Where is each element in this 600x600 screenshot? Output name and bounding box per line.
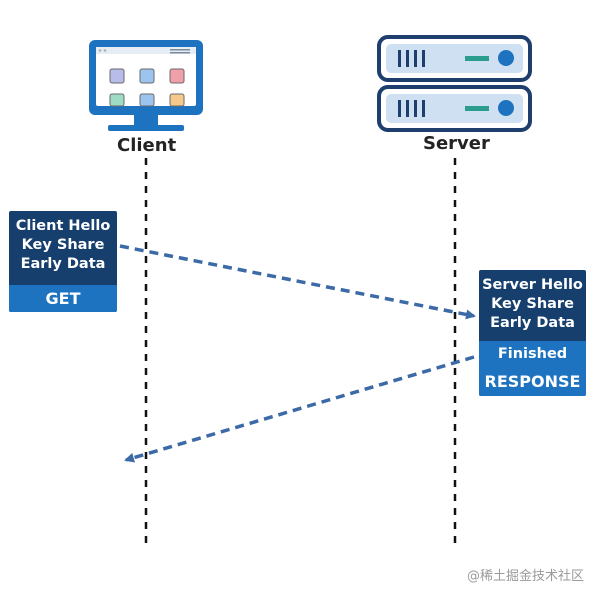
get-request-label: GET [9, 285, 117, 312]
response-label: RESPONSE [479, 367, 586, 396]
client-hello-details: Client Hello Key Share Early Data [9, 211, 117, 285]
watermark-text: @稀土掘金技术社区 [467, 569, 585, 584]
client-hello-box: Client Hello Key Share Early Data GET [9, 211, 117, 312]
client-label: Client [117, 135, 177, 156]
client-monitor-icon [89, 40, 203, 131]
server-early-data-line: Early Data [490, 315, 575, 331]
server-hello-line: Server Hello [482, 277, 583, 293]
finished-label: Finished [479, 341, 586, 367]
client-to-server-arrow [119, 244, 476, 320]
client-key-share-line: Key Share [21, 237, 105, 253]
server-rack-icon [377, 35, 532, 132]
client-hello-line: Client Hello [15, 218, 111, 234]
server-key-share-line: Key Share [491, 296, 574, 312]
server-to-client-arrow [124, 355, 475, 463]
client-early-data-line: Early Data [20, 256, 106, 272]
server-hello-box: Server Hello Key Share Early Data Finish… [479, 270, 586, 396]
server-label: Server [423, 133, 490, 154]
server-hello-details: Server Hello Key Share Early Data [479, 270, 586, 341]
